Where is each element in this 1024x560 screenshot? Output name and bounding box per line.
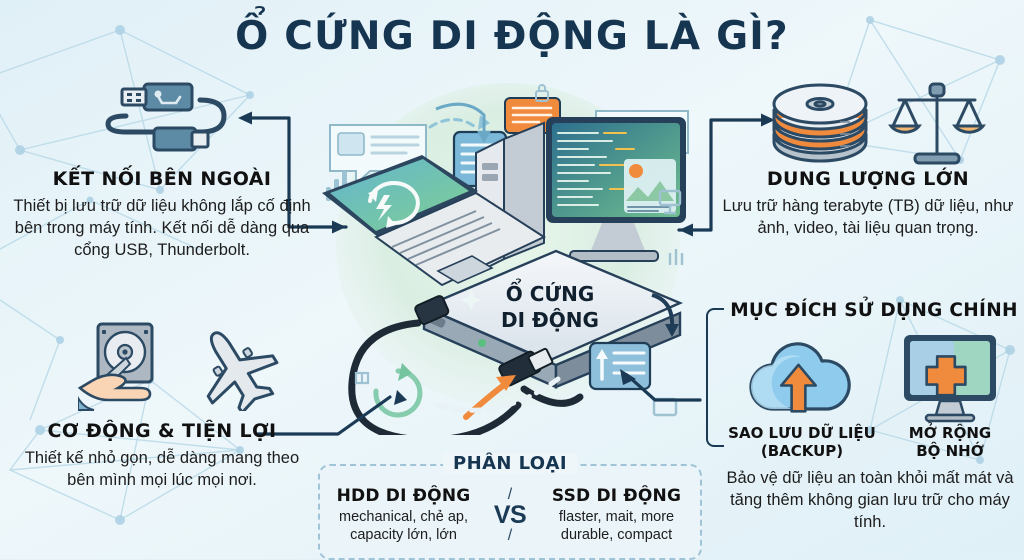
ssd-line2: durable, compact	[560, 527, 673, 543]
airplane-icon	[206, 331, 279, 411]
hand-holding-harddisk-icon	[78, 322, 154, 411]
hdd-column: HDD DI ĐỘNG mechanical, chẻ ap, capacity…	[320, 486, 487, 544]
section-ketnoi-ben-ngoai: KẾT NỐI BÊN NGOÀI Thiết bị lưu trữ dữ li…	[12, 168, 312, 262]
ssd-desc: flaster, mait, more durable, compact	[533, 508, 700, 544]
capacity-icons-group	[768, 74, 987, 169]
vs-slash-top: /	[507, 485, 513, 503]
mobility-icons-group	[78, 322, 281, 412]
purpose-bracket	[706, 308, 724, 447]
purpose-description: Bảo vệ dữ liệu an toàn khỏi mất mát và t…	[726, 469, 1014, 532]
hdd-desc: mechanical, chẻ ap, capacity lớn, lớn	[320, 508, 487, 544]
device-label-line1: Ổ CỨNG	[506, 279, 595, 306]
monitor-plus-icon	[904, 335, 996, 423]
classification-caption-text: PHÂN LOẠI	[443, 453, 577, 474]
page-title: Ổ CỨNG DI ĐỘNG LÀ GÌ?	[235, 14, 789, 59]
section-co-dong-tien-loi: CƠ ĐỘNG & TIỆN LỢI Thiết kế nhỏ gọn, dễ …	[12, 420, 312, 492]
purpose-heading: MỤC ĐÍCH SỬ DỤNG CHÍNH	[730, 300, 1018, 321]
arrowhead-ketnoi	[238, 111, 252, 125]
hdd-line1: mechanical, chẻ ap,	[339, 508, 468, 525]
purpose-item-0-line1: SAO LƯU DỮ LIỆU	[728, 424, 876, 442]
dungluong-heading: DUNG LƯỢNG LỚN	[766, 168, 970, 190]
central-illustration: Ổ CỨNG DI ĐỘNG	[318, 75, 698, 444]
hdd-line2: capacity lớn, lớn	[350, 527, 457, 543]
device-label-line2: DI ĐỘNG	[501, 308, 599, 332]
purpose-item-1-label: MỞ RỘNG BỘ NHỚ	[876, 424, 1024, 460]
classification-box: PHÂN LOẠI HDD DI ĐỘNG mechanical, chẻ ap…	[318, 453, 702, 560]
vs-separator: / VS /	[487, 485, 533, 544]
vs-slash-bottom: /	[507, 526, 513, 544]
ketnoi-heading: KẾT NỐI BÊN NGOÀI	[52, 168, 272, 190]
cloud-upload-icon	[749, 342, 851, 413]
purpose-item-1-line1: MỞ RỘNG	[908, 424, 992, 442]
purpose-item-1-line2: BỘ NHỚ	[916, 441, 984, 460]
purpose-item-0-line2: (BACKUP)	[760, 441, 844, 460]
dungluong-body: Lưu trữ hàng terabyte (TB) dữ liệu, như …	[722, 197, 1014, 237]
usb-cable-icon	[92, 78, 232, 163]
ketnoi-body: Thiết bị lưu trữ dữ liệu không lắp cố đị…	[13, 197, 311, 259]
ssd-heading: SSD DI ĐỘNG	[551, 485, 682, 506]
section-dung-luong-lon: DUNG LƯỢNG LỚN Lưu trữ hàng terabyte (TB…	[722, 168, 1014, 240]
purpose-item-0-label: SAO LƯU DỮ LIỆU (BACKUP)	[728, 424, 876, 460]
section-muc-dich-su-dung: MỤC ĐÍCH SỬ DỤNG CHÍNH SAO LƯU DỮ LIỆU (…	[706, 300, 1024, 534]
codong-body: Thiết kế nhỏ gọn, dễ dàng mang theo bên …	[24, 449, 300, 489]
ssd-column: SSD DI ĐỘNG flaster, mait, more durable,…	[533, 486, 700, 544]
hdd-heading: HDD DI ĐỘNG	[336, 485, 471, 506]
classification-caption: PHÂN LOẠI	[320, 453, 700, 474]
vs-label: VS	[493, 500, 527, 529]
codong-heading: CƠ ĐỘNG & TIỆN LỢI	[47, 420, 277, 442]
balance-scale-icon	[888, 82, 986, 165]
ssd-line1: flaster, mait, more	[558, 508, 675, 525]
disk-stack-icon	[772, 83, 868, 163]
